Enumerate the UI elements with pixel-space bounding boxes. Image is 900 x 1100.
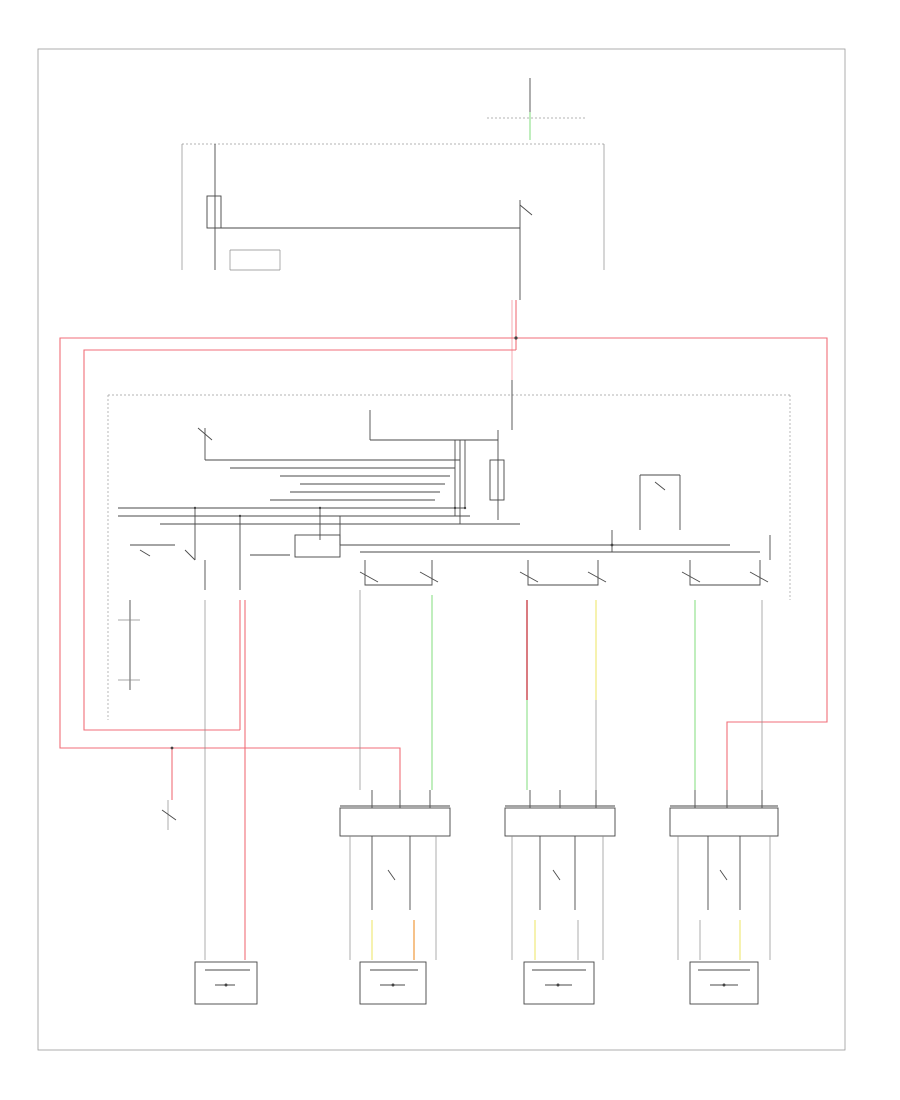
passenger-window-motor — [359, 961, 427, 1005]
left-rear-window-switch — [519, 560, 607, 790]
left-rear-master-module — [504, 790, 616, 960]
power-feed-loops — [59, 337, 828, 790]
left-rear-window-motor — [523, 961, 595, 1005]
right-rear-master-module — [669, 790, 779, 960]
right-rear-window-switch — [681, 560, 769, 790]
lock-switch — [161, 748, 177, 830]
illumination-block — [639, 474, 681, 530]
junction-dots — [170, 336, 614, 750]
driver-window-motor — [194, 961, 258, 1005]
fuse-relay-section — [181, 78, 605, 380]
passenger-master-module — [339, 790, 451, 960]
passenger-window-switch — [359, 560, 439, 790]
right-rear-window-motor — [689, 961, 759, 1005]
diagram-frame — [37, 48, 846, 1051]
master-switch-region — [107, 380, 791, 960]
window-switch-bus — [340, 530, 771, 560]
